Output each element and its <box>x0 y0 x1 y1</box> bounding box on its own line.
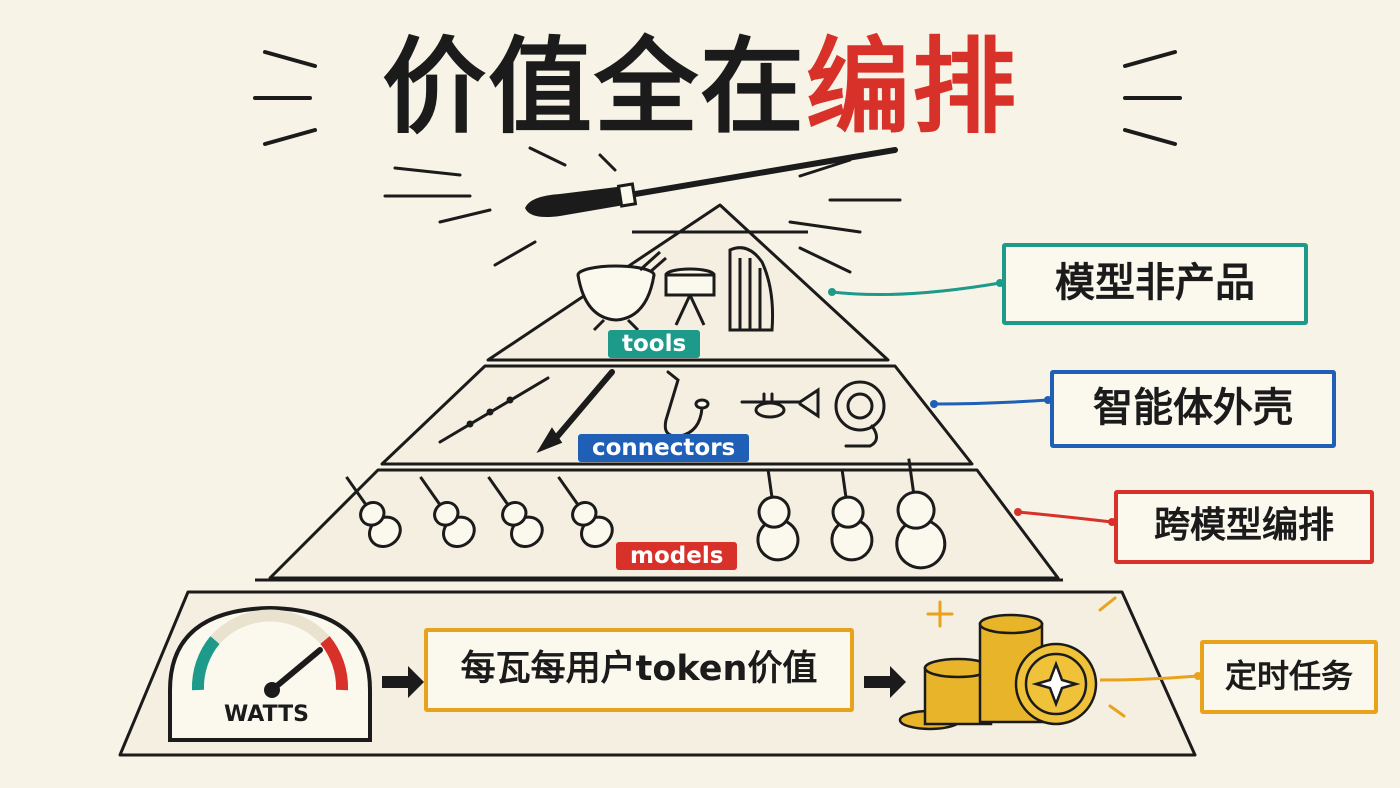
layer-tag-models: models <box>616 542 738 570</box>
title-red-part: 编排 <box>806 26 1019 148</box>
cello-icon <box>830 468 874 562</box>
value-metric-box: 每瓦每用户token价值 <box>424 628 854 712</box>
flute-icon <box>438 376 550 444</box>
wind-instruments <box>438 369 886 454</box>
cello-icon <box>756 468 800 562</box>
title-black-part: 价值全在 <box>381 26 806 148</box>
watts-gauge-icon <box>168 605 372 742</box>
page-title: 价值全在编排 <box>0 22 1400 152</box>
violin-icon <box>419 476 476 549</box>
french-horn-icon <box>834 380 886 448</box>
double-bass-icon <box>895 458 947 570</box>
flow-arrows <box>382 666 906 698</box>
callout-scheduled-tasks: 定时任务 <box>1200 640 1378 714</box>
arrow-right-icon <box>382 666 424 698</box>
violin-icon <box>487 476 544 549</box>
sparkle-icon <box>926 596 1126 718</box>
callout-agent-shell: 智能体外壳 <box>1050 370 1336 448</box>
title-emphasis-lines <box>253 50 1182 146</box>
gauge-label: WATTS <box>224 702 309 727</box>
harp-icon <box>728 246 775 332</box>
layer-tag-tools: tools <box>608 330 701 358</box>
clarinet-icon <box>536 369 615 454</box>
callout-connectors <box>828 279 1202 682</box>
string-section <box>345 458 947 570</box>
conductor-baton-icon <box>525 147 898 217</box>
callout-cross-model-orchestration: 跨模型编排 <box>1114 490 1374 564</box>
baton-radiating-lines <box>383 146 902 274</box>
timpani-icon <box>576 250 667 332</box>
trumpet-icon <box>740 387 820 419</box>
gold-coins-icon <box>898 613 1098 731</box>
callout-model-not-product: 模型非产品 <box>1002 243 1308 325</box>
viola-icon <box>557 476 614 549</box>
arrow-right-icon <box>864 666 906 698</box>
layer-tag-connectors: connectors <box>578 434 750 462</box>
violin-icon <box>345 476 402 549</box>
snare-drum-icon <box>664 267 716 326</box>
percussion-instruments <box>576 246 775 332</box>
